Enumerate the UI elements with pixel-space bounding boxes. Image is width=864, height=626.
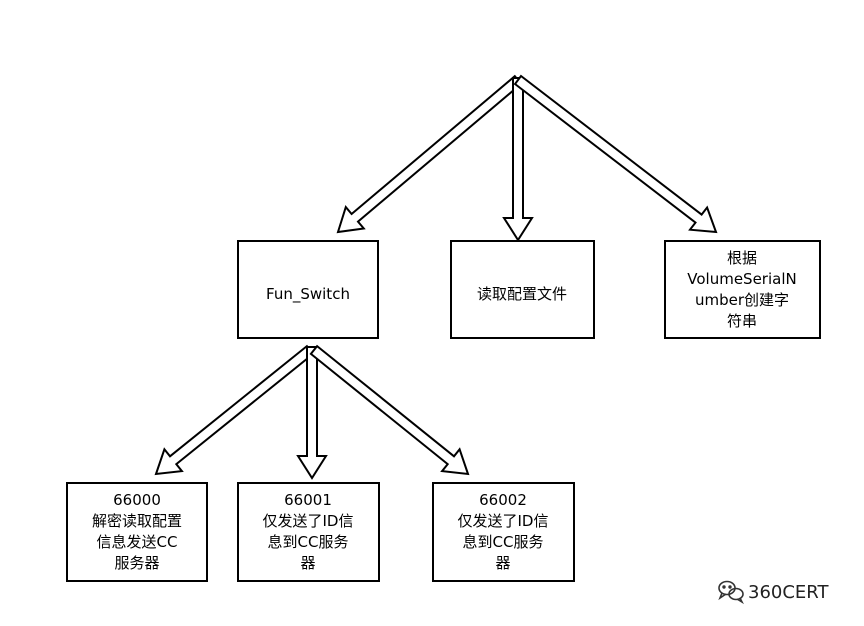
node-volume-serial-line-3: umber创建字 — [695, 291, 789, 309]
arrow-fun-switch-to-66001 — [296, 346, 328, 480]
arrows — [154, 74, 718, 480]
arrow-top-to-read-config — [502, 77, 534, 242]
node-66002: 66002 仅发送了ID信 息到CC服务 器 — [432, 482, 575, 582]
node-66001-line-3: 息到CC服务 — [268, 533, 349, 551]
node-66001-line-1: 66001 — [284, 491, 332, 509]
node-66000-line-2: 解密读取配置 — [92, 512, 182, 530]
arrow-fun-switch-to-66000 — [154, 344, 315, 476]
node-volume-serial: 根据 VolumeSerialN umber创建字 符串 — [664, 240, 821, 339]
arrow-fun-switch-to-66002 — [309, 344, 470, 476]
node-66002-line-4: 器 — [495, 554, 510, 572]
node-volume-serial-line-2: VolumeSerialN — [687, 270, 796, 288]
node-66000-line-3: 信息发送CC — [97, 533, 178, 551]
node-66000-line-4: 服务器 — [114, 554, 159, 572]
node-read-config-line-1: 读取配置文件 — [477, 285, 567, 303]
arrow-top-to-fun-switch — [336, 74, 523, 234]
node-fun-switch: Fun_Switch — [237, 240, 379, 339]
arrow-top-to-volume — [513, 74, 718, 234]
node-66002-line-1: 66002 — [479, 491, 527, 509]
node-66001: 66001 仅发送了ID信 息到CC服务 器 — [237, 482, 380, 582]
node-66001-line-4: 器 — [300, 554, 315, 572]
node-read-config: 读取配置文件 — [450, 240, 595, 339]
node-fun-switch-line-1: Fun_Switch — [266, 285, 350, 304]
node-66002-line-2: 仅发送了ID信 — [458, 512, 549, 530]
watermark: 360CERT — [718, 580, 829, 605]
node-66002-line-3: 息到CC服务 — [463, 533, 544, 551]
watermark-text: 360CERT — [748, 582, 829, 603]
node-volume-serial-line-1: 根据 — [727, 249, 757, 267]
wechat-bubbles-icon — [718, 580, 744, 605]
node-volume-serial-line-4: 符串 — [727, 312, 757, 330]
node-66001-line-2: 仅发送了ID信 — [263, 512, 354, 530]
node-66000-line-1: 66000 — [113, 491, 161, 509]
node-66000: 66000 解密读取配置 信息发送CC 服务器 — [66, 482, 208, 582]
